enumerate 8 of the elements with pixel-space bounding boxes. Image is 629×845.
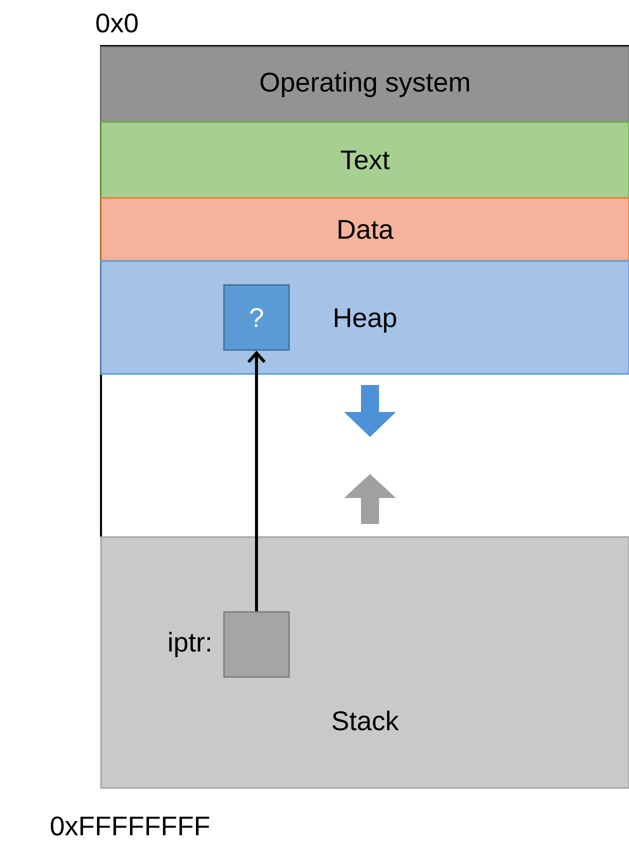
- memory-band: Text: [100, 121, 629, 199]
- value-box: ?: [223, 284, 290, 351]
- value-box: [223, 611, 290, 678]
- memory-band: Operating system: [100, 46, 629, 123]
- address-label: 0xFFFFFFFF: [50, 816, 210, 836]
- memory-band: Data: [100, 197, 629, 262]
- arrow: [247, 350, 266, 612]
- value-label: iptr:: [169, 632, 210, 658]
